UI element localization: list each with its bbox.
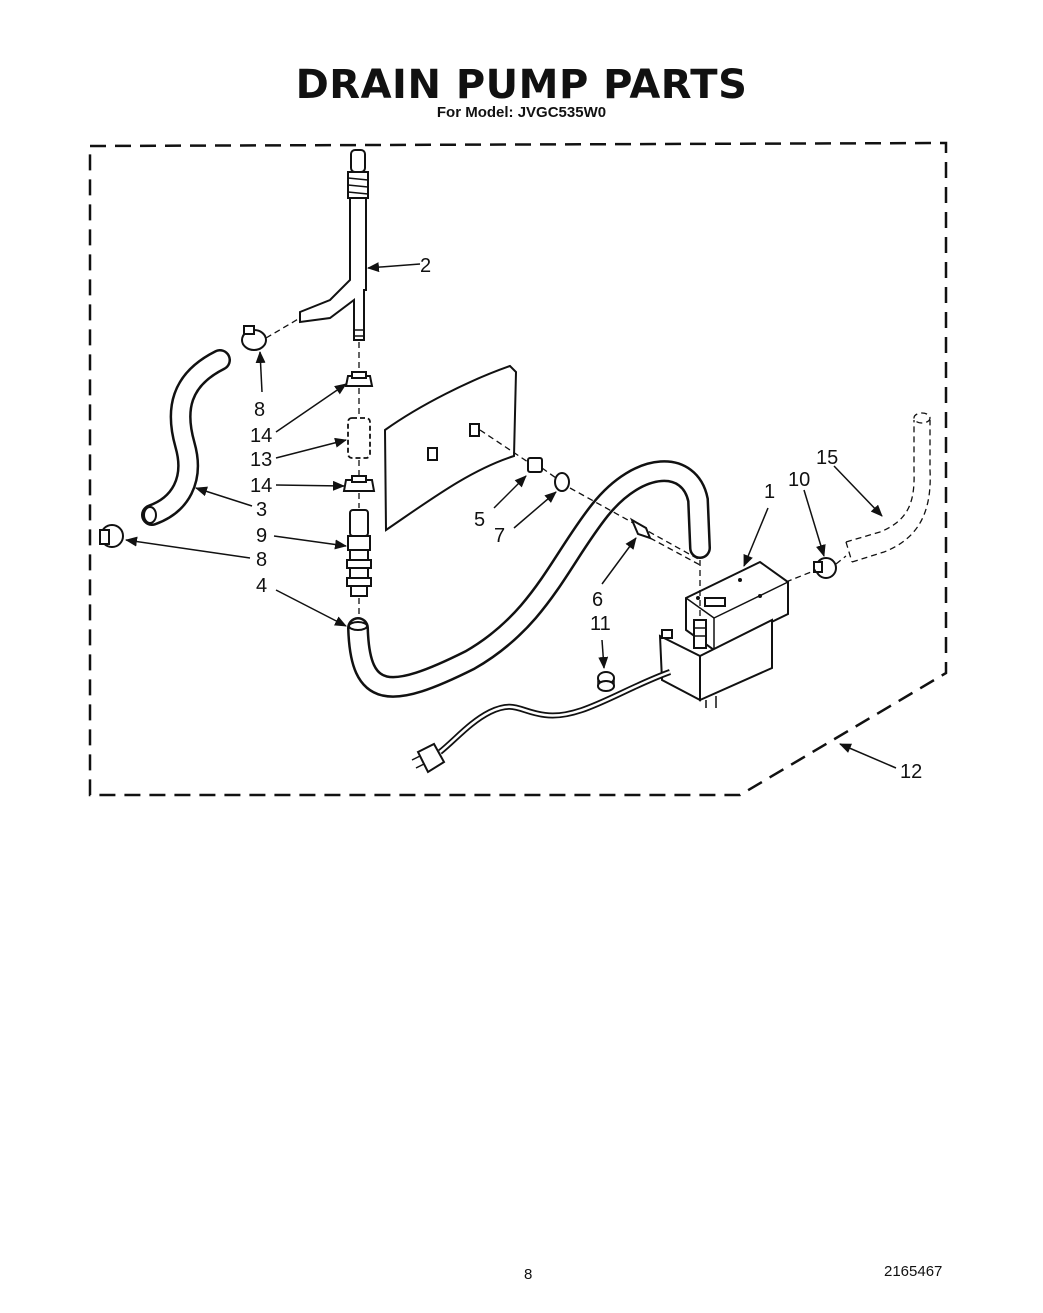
hose-clamp-part-10 [813, 557, 837, 579]
adapter-part-9 [346, 509, 372, 597]
coupling-part-13 [347, 417, 371, 459]
callout-15: 15 [816, 447, 838, 469]
curved-hose-part-3 [141, 349, 231, 526]
callout-6: 6 [592, 589, 603, 611]
callout-14-lower: 14 [250, 475, 272, 497]
page-subtitle: For Model: JVGC535W0 [436, 104, 607, 121]
mounting-bracket [383, 364, 529, 532]
hose-clamp-upper-part-8 [241, 317, 301, 351]
leader-lines [125, 262, 897, 769]
outlet-hose-part-15 [845, 412, 931, 563]
callout-11: 11 [590, 613, 611, 635]
callout-14-upper: 14 [250, 425, 272, 447]
hose-clamp-lower-part-8 [99, 524, 124, 548]
pump-assembly-part-1 [658, 560, 789, 708]
page-title: DRAIN PUMP PARTS [295, 62, 748, 108]
power-cord [411, 669, 672, 774]
callout-9: 9 [256, 525, 267, 547]
nut-part-5 [527, 457, 543, 473]
callout-12: 12 [900, 761, 922, 783]
page-number: 8 [524, 1266, 533, 1283]
callout-8-lower: 8 [256, 549, 267, 571]
screw-part-6 [629, 517, 652, 540]
grommet-part-11 [597, 671, 615, 692]
callout-10: 10 [788, 469, 810, 491]
callout-4: 4 [256, 575, 267, 597]
washer-part-7 [554, 472, 570, 492]
clip-lower-part-14 [342, 475, 376, 492]
document-number: 2165467 [884, 1263, 943, 1280]
drain-tube-part-2 [299, 149, 369, 341]
callout-5: 5 [474, 509, 485, 531]
clip-upper-part-14 [344, 371, 374, 387]
callout-2: 2 [420, 255, 431, 277]
callout-8-upper: 8 [254, 399, 265, 421]
callout-1: 1 [764, 481, 775, 503]
callout-7: 7 [494, 525, 505, 547]
long-hose-part-4 [347, 460, 711, 698]
callout-13: 13 [250, 449, 272, 471]
kit-boundary [88, 141, 948, 797]
callout-3: 3 [256, 499, 267, 521]
